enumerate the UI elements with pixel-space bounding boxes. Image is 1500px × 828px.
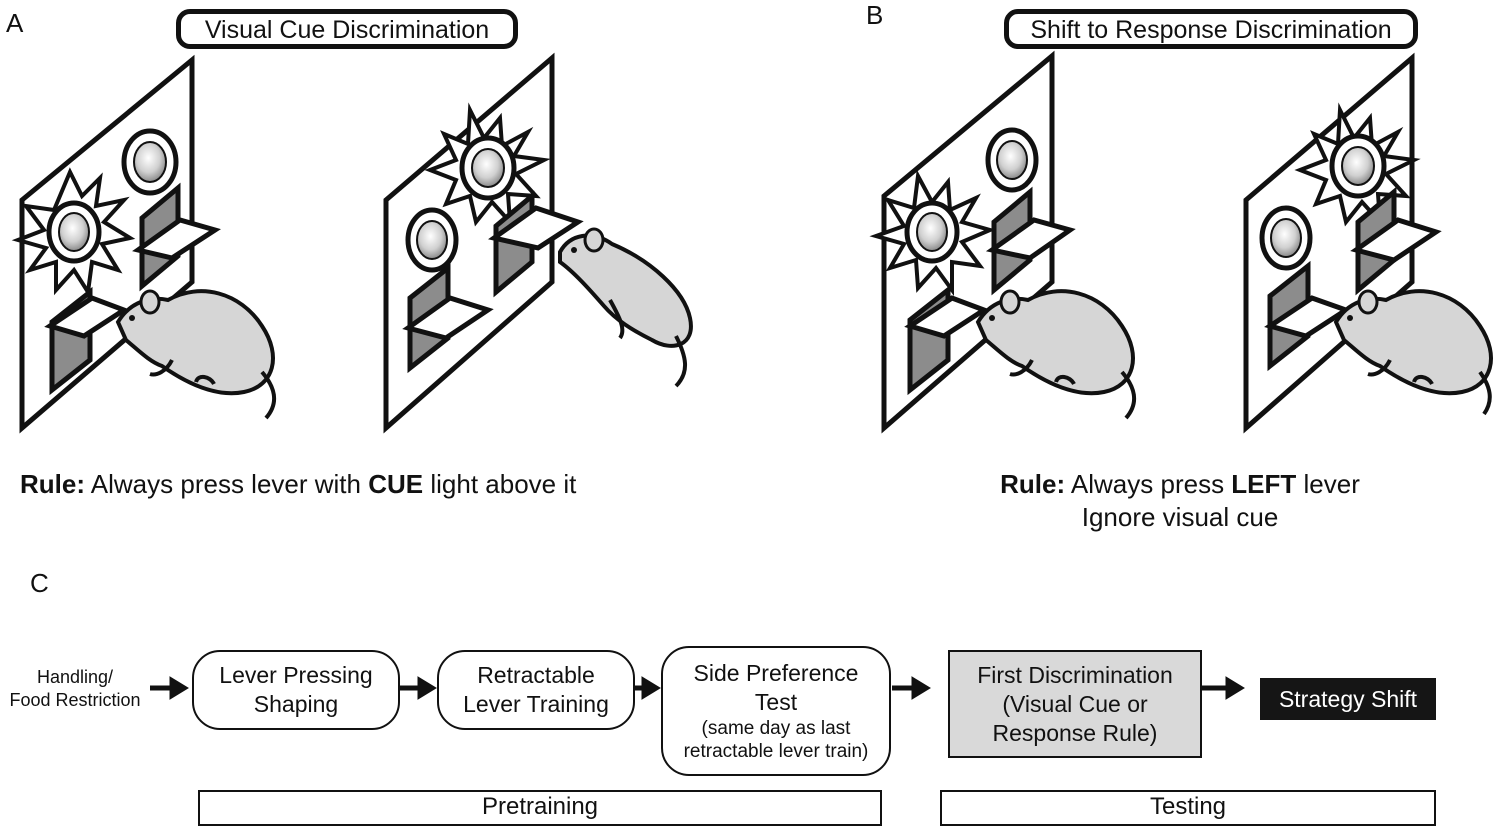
rule-text: Always press lever with [85, 469, 369, 499]
step-line: Shaping [253, 691, 339, 717]
step-line: (Visual Cue or [1002, 690, 1148, 717]
step-line: Lever Training [463, 691, 609, 717]
cue-light-on [11, 167, 136, 298]
step-line: Lever Pressing [219, 662, 373, 688]
step-note: retractable lever train) [683, 741, 869, 762]
step-line: Test [754, 689, 798, 715]
rat-b1 [975, 289, 1137, 420]
rule-text: light above it [423, 469, 577, 499]
flow-arrows [150, 676, 1245, 700]
rat-b2 [1333, 289, 1493, 416]
phase-bar-pretraining: Pretraining [198, 790, 882, 826]
panel-a-rule: Rule: Always press lever with CUE light … [20, 468, 720, 501]
flow-step-lever-pressing: Lever Pressing Shaping [192, 650, 400, 730]
chamber-b2 [1243, 52, 1493, 434]
rule-label: Rule: [1000, 469, 1066, 499]
panel-letter-c: C [30, 568, 49, 598]
rat-a2 [558, 227, 693, 388]
panel-a-title: Visual Cue Discrimination [176, 9, 518, 49]
flow-start-label: Handling/ Food Restriction [0, 666, 150, 712]
step-line: First Discrimination [977, 661, 1173, 688]
start-line: Food Restriction [9, 690, 141, 710]
flow-step-strategy-shift: Strategy Shift [1260, 678, 1436, 720]
lever-slot-right [1350, 186, 1442, 296]
chamber-a2 [383, 52, 693, 434]
lever-slot-right [488, 190, 584, 298]
panel-letter-b: B [866, 0, 884, 30]
cue-light-off [405, 207, 459, 273]
rule-emphasis: CUE [368, 469, 424, 499]
arrow-icon [150, 676, 189, 700]
step-line: Response Rule) [992, 719, 1158, 746]
rule-emphasis: LEFT [1231, 469, 1297, 499]
arrow-icon [892, 676, 931, 700]
rat-a1 [115, 289, 277, 420]
lever-slot-left [402, 262, 494, 374]
flow-step-retractable-lever: Retractable Lever Training [437, 650, 635, 730]
lever-slot-left [44, 286, 130, 396]
rule-line-2: Ignore visual cue [1081, 502, 1279, 532]
step-line: Retractable [477, 662, 595, 688]
rule-label: Rule: [20, 469, 85, 499]
chamber-a1 [11, 54, 277, 434]
cue-light-on [869, 169, 996, 297]
panel-letter-a: A [6, 8, 24, 38]
cue-light-off [1259, 205, 1313, 271]
chamber-b1 [869, 50, 1137, 434]
cue-light-off [985, 127, 1039, 193]
panel-b-rule: Rule: Always press LEFT lever Ignore vis… [940, 468, 1420, 534]
start-line: Handling/ [36, 667, 114, 687]
step-line: Side Preference [693, 660, 859, 686]
lever-slot-right [985, 186, 1076, 296]
rule-text: lever [1296, 469, 1360, 499]
arrow-icon [634, 676, 661, 700]
phase-bar-testing: Testing [940, 790, 1436, 826]
cue-light-off [121, 128, 179, 196]
flow-step-first-discrimination: First Discrimination (Visual Cue or Resp… [948, 650, 1202, 758]
rule-text: Always press [1065, 469, 1232, 499]
panel-b-title: Shift to Response Discrimination [1004, 9, 1418, 49]
flow-step-side-preference: Side Preference Test (same day as last r… [661, 646, 891, 776]
arrow-icon [400, 676, 437, 700]
lever-slot-left [904, 284, 990, 396]
step-note: (same day as last [701, 718, 851, 739]
lever-slot-right [132, 182, 221, 292]
arrow-icon [1202, 676, 1245, 700]
